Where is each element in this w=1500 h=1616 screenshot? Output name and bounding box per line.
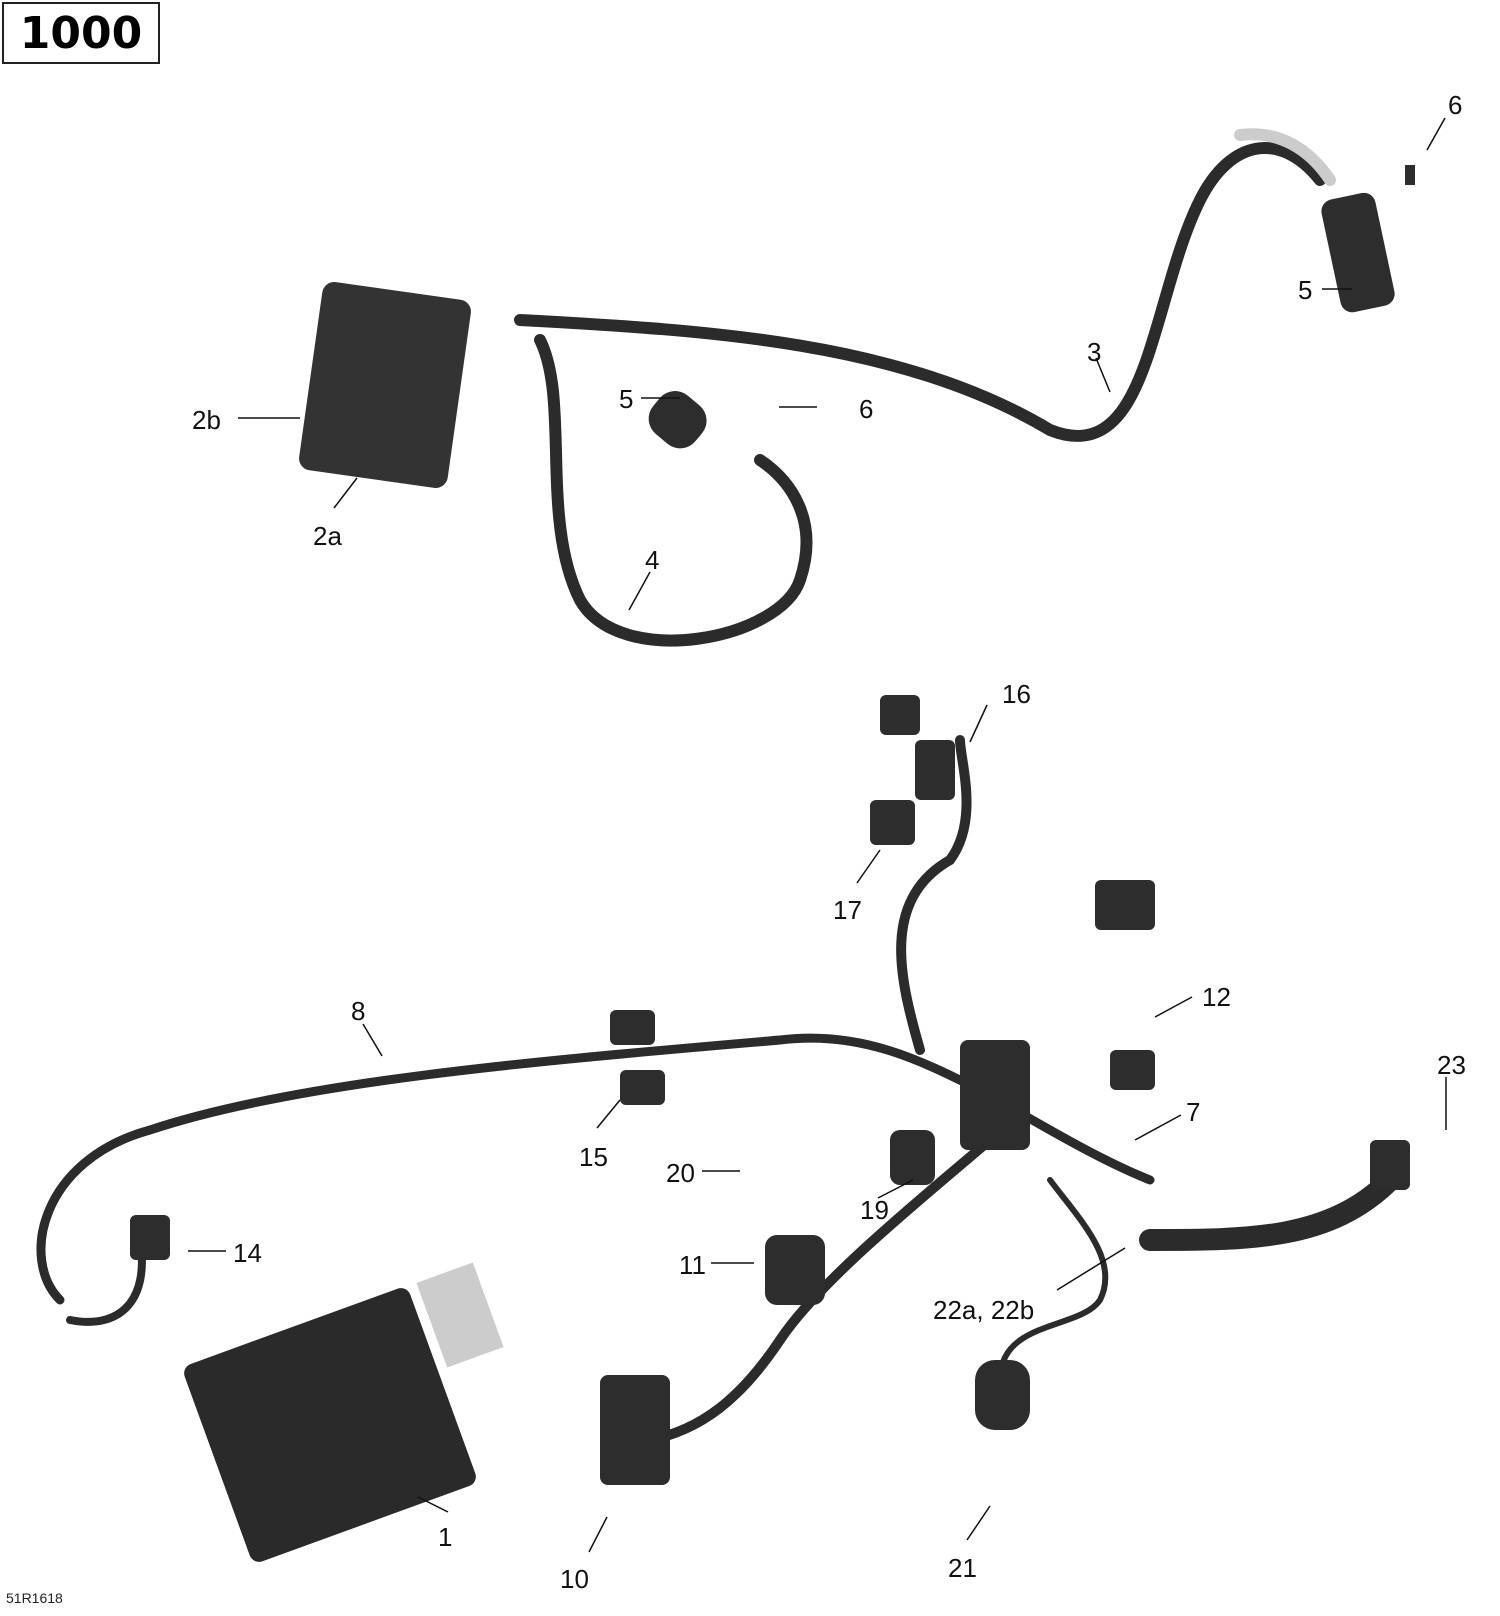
callout-10: 10 bbox=[560, 1564, 589, 1594]
callout-23: 23 bbox=[1437, 1050, 1466, 1080]
callout-8: 8 bbox=[351, 996, 366, 1026]
callout-3: 3 bbox=[1087, 337, 1102, 367]
callout-5: 5 bbox=[619, 384, 634, 414]
callout-6: 6 bbox=[1448, 90, 1463, 120]
callout-2a: 2a bbox=[313, 521, 342, 551]
callout-6: 6 bbox=[859, 394, 874, 424]
callout-22a-22b: 22a, 22b bbox=[933, 1295, 1035, 1325]
callout-2b: 2b bbox=[192, 405, 221, 435]
callout-21: 21 bbox=[948, 1553, 977, 1583]
callout-7: 7 bbox=[1186, 1097, 1201, 1127]
figure-code: 51R1618 bbox=[6, 1590, 63, 1606]
model-badge: 1000 bbox=[2, 2, 160, 64]
callout-15: 15 bbox=[579, 1142, 608, 1172]
callout-5: 5 bbox=[1298, 275, 1313, 305]
callout-19: 19 bbox=[860, 1195, 889, 1225]
callout-11: 11 bbox=[679, 1250, 706, 1280]
callout-14: 14 bbox=[233, 1238, 262, 1268]
callout-16: 16 bbox=[1002, 679, 1031, 709]
callout-20: 20 bbox=[666, 1158, 695, 1188]
callout-4: 4 bbox=[645, 545, 660, 575]
callout-17: 17 bbox=[833, 895, 862, 925]
callout-12: 12 bbox=[1202, 982, 1231, 1012]
callout-1: 1 bbox=[438, 1522, 453, 1552]
